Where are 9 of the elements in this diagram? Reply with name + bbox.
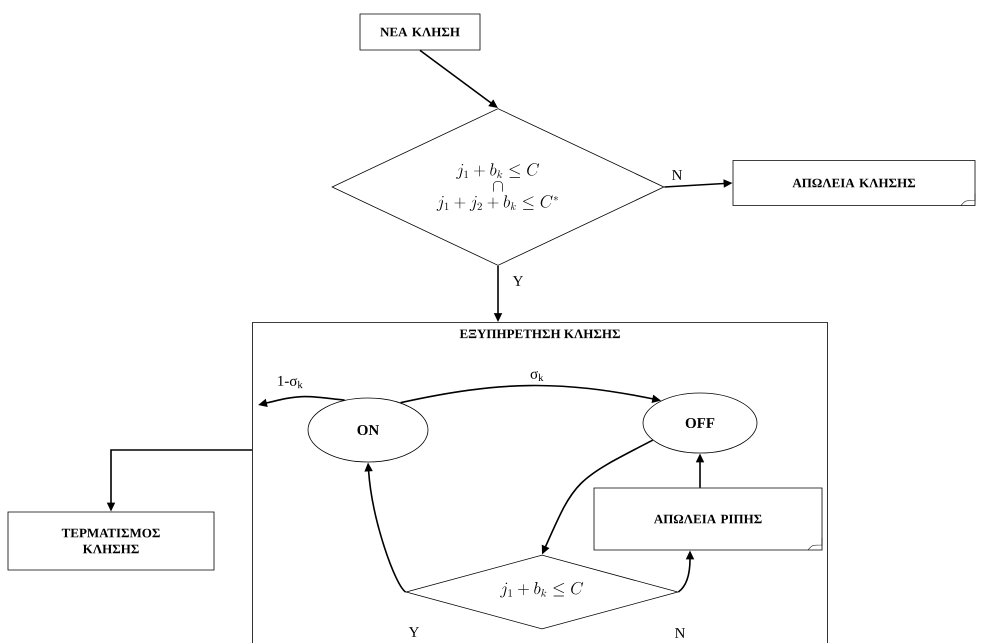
edge-label: σ$_{k}$ (529, 370, 545, 382)
process-box: ΝΕΑ ΚΛΗΣΗ (360, 14, 480, 50)
document-box: ΑΠΩΛΕΙΑ ΚΛΗΣΗΣ (732, 160, 976, 206)
edge-label: 1-σ$_{k}$ (276, 374, 304, 390)
edge-label: N (674, 627, 686, 639)
edge-label: Y (512, 275, 524, 287)
process-box: ΤΕΡΜΑΤΙΣΜΟΣ ΚΛΗΣΗΣ (8, 512, 214, 570)
edge-label: N (670, 169, 684, 181)
document-box: ΑΠΩΛΕΙΑ ΡΙΠΗΣ (594, 488, 822, 550)
